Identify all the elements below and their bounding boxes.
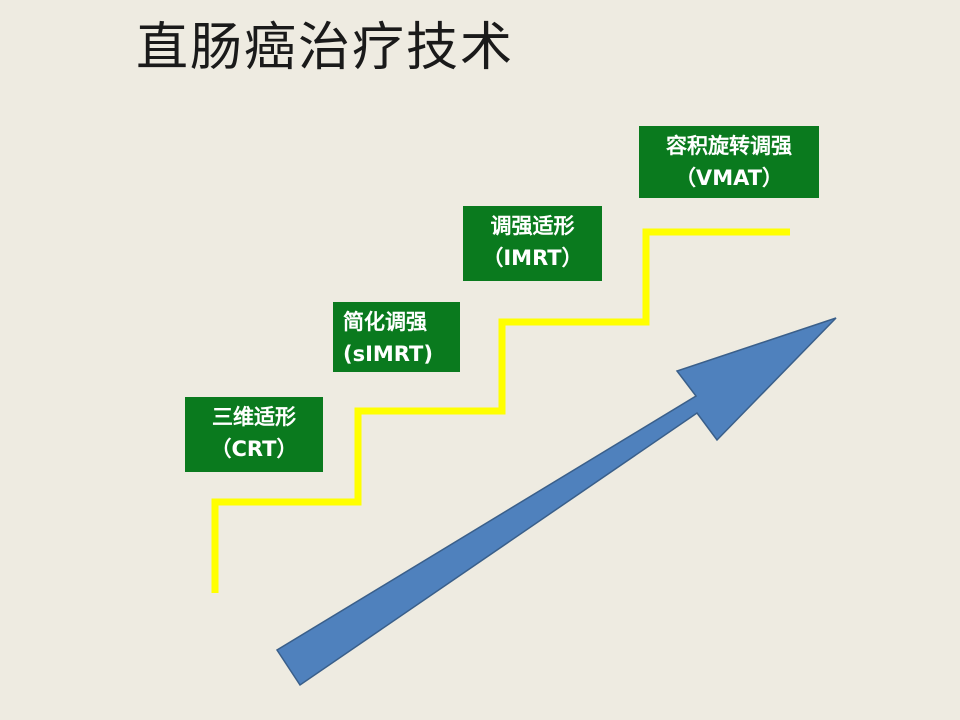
stage-box-simrt: 简化调强 (sIMRT) <box>333 302 460 372</box>
stage-label-abbr: （CRT） <box>210 437 298 461</box>
staircase-line <box>211 228 790 593</box>
stage-box-imrt: 调强适形 （IMRT） <box>463 206 602 281</box>
stage-label-name: 容积旋转调强 <box>666 134 792 158</box>
progress-arrow <box>275 317 837 687</box>
stage-label-abbr: (sIMRT) <box>343 342 433 366</box>
stage-box-crt: 三维适形 （CRT） <box>185 397 323 472</box>
stage-box-vmat: 容积旋转调强 （VMAT） <box>639 126 819 198</box>
slide-title: 直肠癌治疗技术 <box>136 18 515 78</box>
stage-label-name: 三维适形 <box>212 405 296 429</box>
stage-label-abbr: （IMRT） <box>482 246 583 270</box>
stage-label-name: 简化调强 <box>343 310 427 334</box>
stage-label-abbr: （VMAT） <box>674 166 784 190</box>
stage-label-name: 调强适形 <box>490 214 575 238</box>
